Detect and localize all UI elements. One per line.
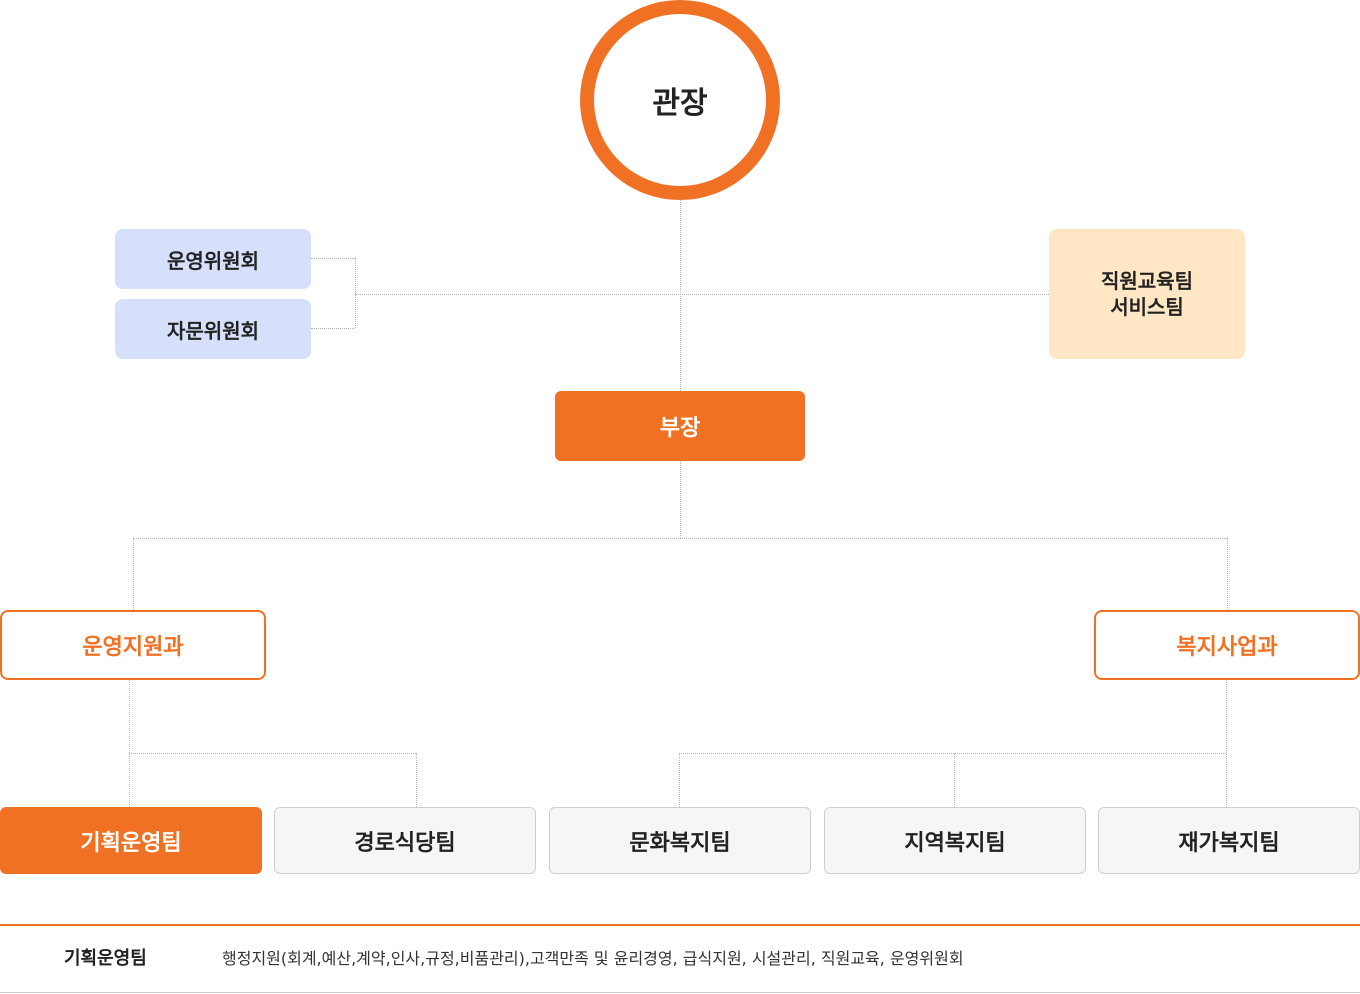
team-label: 재가복지팀	[1178, 830, 1280, 856]
connector-committee-2	[311, 328, 355, 329]
staff-team-education: 직원교육팀	[1101, 269, 1193, 293]
connector-right-teams	[1226, 680, 1227, 807]
connector-deputy-divisions	[680, 461, 681, 538]
description-divider-bottom	[0, 992, 1360, 993]
deputy-label: 부장	[659, 416, 701, 441]
team-community-welfare[interactable]: 지역복지팀	[824, 807, 1086, 874]
committee-advisory-label: 자문위원회	[167, 318, 259, 343]
connector-committee-bracket	[355, 258, 356, 328]
connector-divisions	[133, 538, 1227, 539]
team-label: 문화복지팀	[629, 830, 731, 856]
committee-advisory: 자문위원회	[115, 299, 311, 359]
connector-team-3	[679, 753, 680, 807]
division-operations-support-label: 운영지원과	[82, 635, 184, 660]
team-cultural-welfare[interactable]: 문화복지팀	[549, 807, 811, 874]
staff-team-service: 서비스팀	[1110, 295, 1184, 319]
connector-committees-staff	[355, 294, 1049, 295]
description-divider-top	[0, 924, 1360, 926]
director-node: 관장	[580, 0, 780, 200]
connector-division-left	[133, 538, 134, 610]
division-welfare-projects-label: 복지사업과	[1176, 635, 1278, 660]
team-senior-cafeteria[interactable]: 경로식당팀	[274, 807, 536, 874]
division-operations-support: 운영지원과	[0, 610, 266, 680]
committee-operations: 운영위원회	[115, 229, 311, 289]
director-label: 관장	[652, 86, 708, 121]
staff-teams-node: 직원교육팀 서비스팀	[1049, 229, 1245, 359]
connector-right-teams-row	[679, 753, 1226, 754]
connector-team-4	[954, 753, 955, 807]
team-planning-operations[interactable]: 기획운영팀	[0, 807, 262, 874]
team-home-welfare[interactable]: 재가복지팀	[1098, 807, 1360, 874]
connector-division-right	[1227, 538, 1228, 610]
description-duties: 행정지원(회계,예산,계약,인사,규정,비품관리),고객만족 및 윤리경영, 급…	[222, 949, 964, 968]
connector-left-teams-row	[129, 753, 416, 754]
description-team-name: 기획운영팀	[64, 948, 147, 969]
division-welfare-projects: 복지사업과	[1094, 610, 1360, 680]
team-label: 기획운영팀	[80, 830, 182, 856]
team-label: 지역복지팀	[904, 830, 1006, 856]
connector-left-teams	[129, 680, 130, 807]
connector-director-deputy	[680, 200, 681, 391]
committee-operations-label: 운영위원회	[167, 248, 259, 273]
connector-committee-1	[311, 258, 355, 259]
connector-team-2	[416, 753, 417, 807]
deputy-node: 부장	[555, 391, 805, 461]
team-label: 경로식당팀	[354, 830, 456, 856]
